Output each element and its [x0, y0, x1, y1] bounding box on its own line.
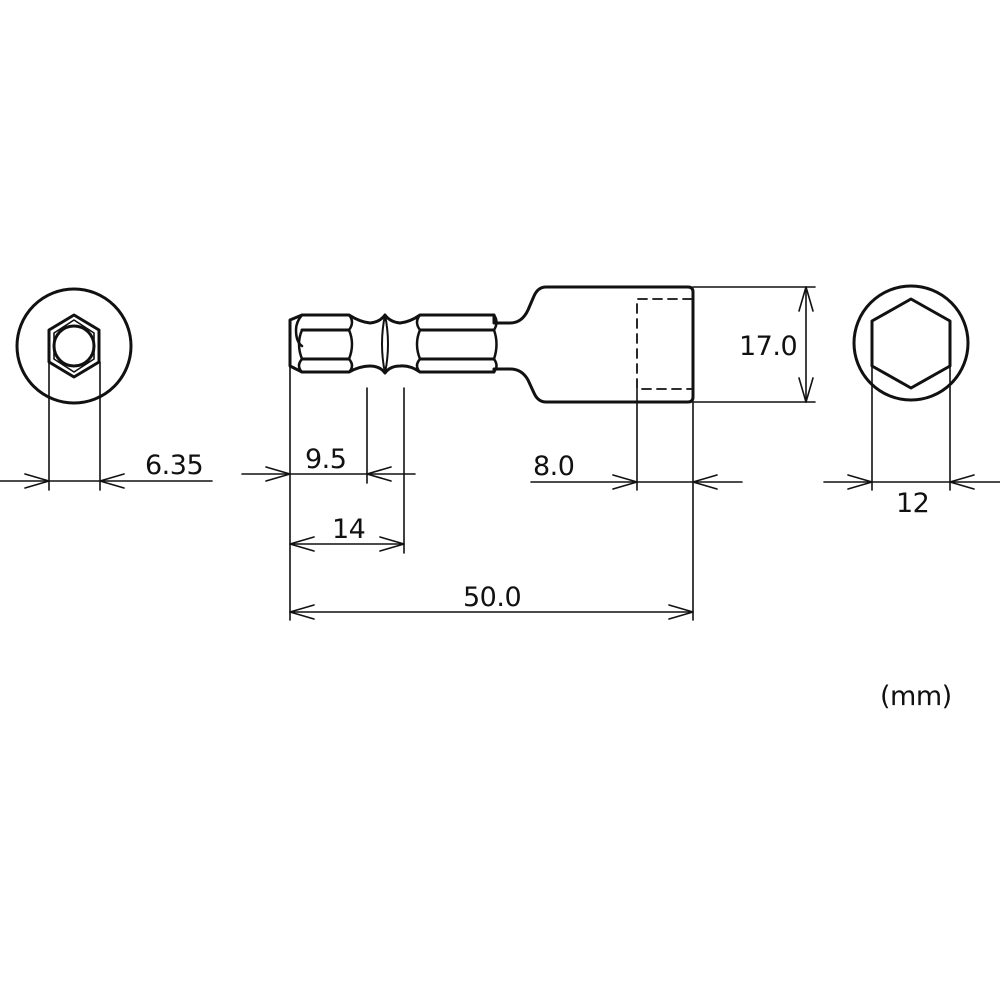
dim-label-groove-position: 9.5 — [305, 444, 347, 475]
units-label: (mm) — [880, 681, 952, 712]
right-end-view — [823, 284, 1000, 491]
dim-label-shank-hex: 6.35 — [145, 450, 204, 481]
dim-label-socket-depth: 8.0 — [533, 451, 575, 482]
side-view — [241, 285, 816, 621]
dim-label-socket-size: 12 — [896, 488, 930, 519]
dim-label-head-diameter: 17.0 — [739, 331, 798, 362]
dim-label-shank-length: 14 — [332, 514, 366, 545]
dim-label-overall-length: 50.0 — [463, 582, 522, 613]
left-end-view — [0, 287, 213, 491]
